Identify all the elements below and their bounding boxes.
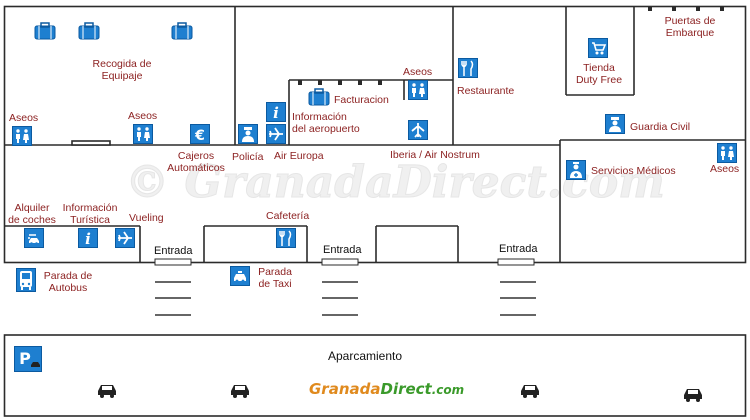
cajeros-automaticos-label: Cajeros Automáticos — [164, 150, 228, 174]
alquiler-line-2: de coches — [8, 214, 56, 226]
tienda-line-2: Duty Free — [575, 74, 623, 86]
police-officer-icon — [238, 124, 258, 144]
recogida-line-2: Equipaje — [101, 70, 143, 82]
car-icon — [684, 389, 702, 402]
aseos-right-label: Aseos — [710, 163, 740, 175]
alquiler-coches-label: Alquiler de coches — [6, 202, 58, 226]
svg-text:P: P — [19, 349, 31, 368]
pedestrian-crossings — [155, 281, 536, 316]
luggage-icon — [308, 88, 330, 106]
tienda-line-1: Tienda — [583, 62, 615, 74]
parada-autobus-line-1: Parada de — [43, 270, 93, 282]
entrada-center-label: Entrada — [323, 244, 362, 256]
facturacion-label: Facturacion — [334, 94, 389, 106]
parada-autobus-label: Parada de Autobus — [40, 270, 96, 294]
puertas-line-1: Puertas de — [664, 15, 716, 27]
car-icon — [521, 385, 539, 398]
policia-label: Policía — [232, 151, 264, 163]
airplane-icon — [115, 228, 135, 248]
cafeteria-label: Cafetería — [266, 210, 310, 222]
informacion-aeropuerto-label: Información del aeropuerto — [292, 111, 360, 135]
info-turistica-line-1: Información — [62, 202, 118, 214]
vueling-label: Vueling — [129, 212, 164, 224]
entrada-right-label: Entrada — [499, 243, 538, 255]
luggage-icon — [78, 22, 100, 40]
restaurant-icon — [458, 58, 478, 78]
toilets-icon — [133, 124, 153, 144]
tienda-duty-free-label: Tienda Duty Free — [568, 62, 630, 86]
car-rental-icon — [24, 228, 44, 248]
entrada-left-label: Entrada — [154, 245, 193, 257]
doctor-icon — [566, 160, 586, 180]
info-aeropuerto-line-1: Información — [292, 111, 347, 123]
informacion-turistica-label: Información Turística — [60, 202, 120, 226]
svg-text:i: i — [273, 104, 279, 121]
parada-taxi-line-1: Parada — [258, 266, 292, 278]
restaurant-icon — [276, 228, 296, 248]
aparcamiento-label: Aparcamiento — [328, 349, 403, 363]
entrance-doors — [154, 258, 535, 266]
car-icon — [98, 385, 116, 398]
euro-icon: € — [190, 124, 210, 144]
info-aeropuerto-line-2: del aeropuerto — [292, 123, 360, 135]
parada-autobus-line-2: Autobus — [48, 282, 88, 294]
puertas-line-2: Embarque — [665, 27, 715, 39]
guardia-civil-label: Guardia Civil — [630, 121, 691, 133]
car-icon — [231, 385, 249, 398]
toilets-icon — [717, 143, 737, 163]
taxi-icon — [230, 266, 250, 286]
luggage-icon — [171, 22, 193, 40]
puertas-embarque-label: Puertas de Embarque — [652, 15, 728, 39]
information-icon: i — [266, 102, 286, 122]
restaurante-label: Restaurante — [457, 85, 515, 97]
servicios-medicos-label: Servicios Médicos — [591, 165, 676, 177]
iberia-air-nostrum-label: Iberia / Air Nostrum — [390, 149, 480, 161]
recogida-equipaje-label: Recogida de Equipaje — [82, 58, 162, 82]
toilets-icon — [408, 80, 428, 100]
granadadirect-logo: GranadaDirect.com — [309, 380, 464, 398]
airplane-icon — [408, 120, 428, 140]
svg-text:€: € — [194, 128, 205, 143]
police-officer-icon — [605, 114, 625, 134]
info-turistica-line-2: Turística — [70, 214, 110, 226]
airplane-icon — [266, 124, 286, 144]
aseos-checkin-label: Aseos — [403, 66, 433, 78]
checkin-desks — [298, 6, 724, 85]
parking-icon: P — [14, 346, 42, 372]
cajeros-line-2: Automáticos — [167, 162, 225, 174]
information-icon: i — [78, 228, 98, 248]
terminal-walls — [3, 5, 747, 417]
luggage-icon — [34, 22, 56, 40]
recogida-line-1: Recogida de — [92, 58, 152, 70]
cajeros-line-1: Cajeros — [177, 150, 215, 162]
bus-icon — [16, 268, 36, 292]
aseos-middle-label: Aseos — [128, 110, 158, 122]
alquiler-line-1: Alquiler — [14, 202, 50, 214]
toilets-icon — [12, 126, 32, 146]
parada-taxi-line-2: de Taxi — [258, 278, 292, 290]
svg-text:i: i — [85, 230, 91, 247]
logo-granada: Granada — [309, 380, 381, 398]
logo-direct: Direct — [380, 380, 432, 398]
air-europa-label: Air Europa — [274, 150, 324, 162]
shopping-cart-icon — [588, 38, 608, 58]
parada-taxi-label: Parada de Taxi — [256, 266, 294, 290]
aseos-left-label: Aseos — [9, 112, 39, 124]
logo-com: .com — [431, 383, 465, 397]
